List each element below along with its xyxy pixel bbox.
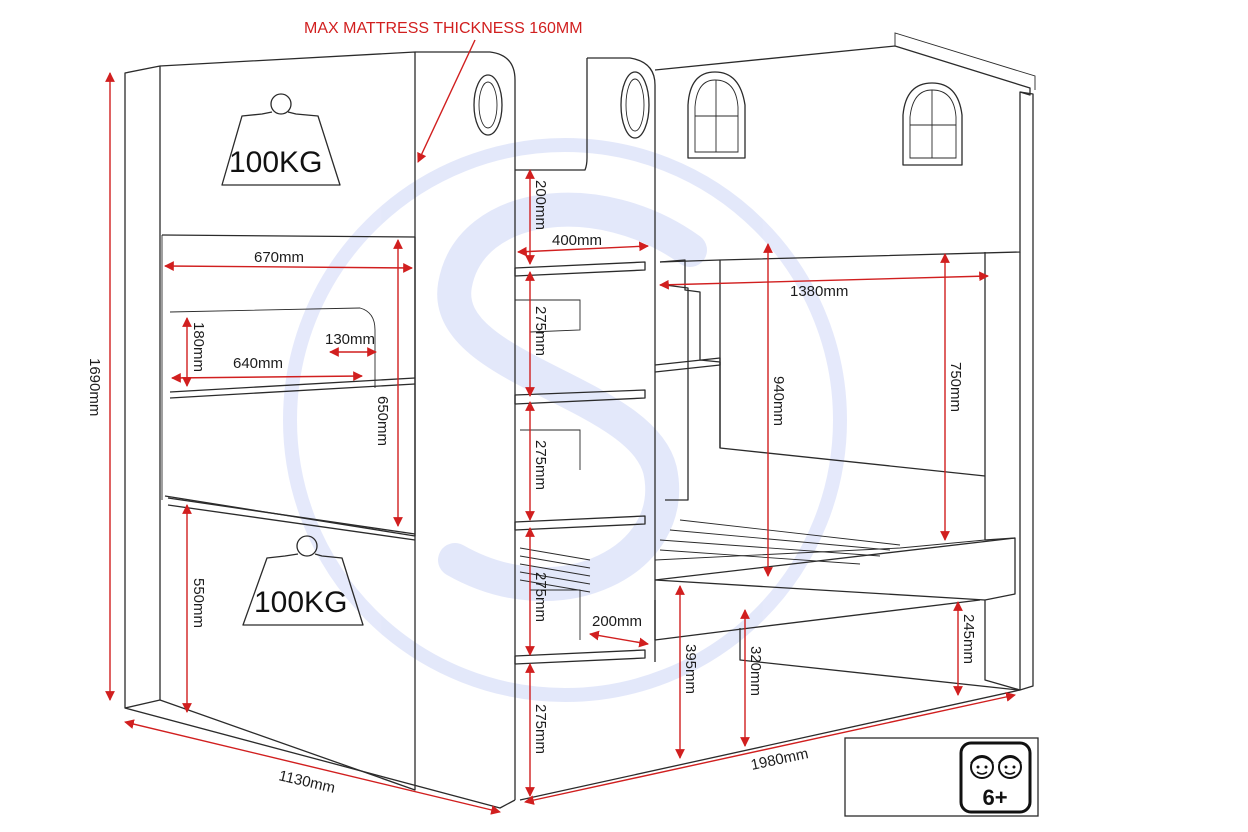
- label-step-2: 275mm: [532, 440, 549, 490]
- label-opening-width: 670mm: [254, 249, 304, 266]
- label-shelf-width: 640mm: [233, 355, 283, 372]
- age-label: 6+: [982, 785, 1007, 810]
- label-step-3: 275mm: [532, 572, 549, 622]
- label-ladder-top: 200mm: [532, 180, 549, 230]
- label-lower-clearance: 650mm: [374, 396, 391, 446]
- label-foot-height: 245mm: [960, 614, 977, 664]
- label-length: 1980mm: [749, 745, 810, 774]
- label-step-1: 275mm: [532, 306, 549, 356]
- label-step-width: 400mm: [552, 232, 602, 249]
- label-inner-length: 1380mm: [790, 283, 848, 300]
- dimension-lines: [105, 39, 1016, 815]
- window-right: [902, 82, 963, 166]
- label-under-clearance: 320mm: [747, 646, 764, 696]
- label-overall-height: 1690mm: [86, 358, 103, 416]
- weight-icon-bottom: [242, 535, 364, 626]
- label-depth: 1130mm: [277, 767, 337, 796]
- label-bottom-panel: 550mm: [190, 578, 207, 628]
- children-faces-icon: [970, 755, 1022, 779]
- dimension-labels: MAX MATTRESS THICKNESS 160MM 100KG 100KG…: [86, 20, 977, 797]
- max-mattress-note: MAX MATTRESS THICKNESS 160MM: [304, 20, 583, 37]
- label-shelf-height: 180mm: [190, 322, 207, 372]
- label-shelf-gap: 130mm: [325, 331, 375, 348]
- age-badge: 6+: [844, 737, 1039, 817]
- label-step-depth: 200mm: [592, 613, 642, 630]
- label-step-bottom: 275mm: [532, 704, 549, 754]
- weight-icon-top: [221, 93, 341, 186]
- weight-label-bottom: 100KG: [254, 586, 347, 619]
- window-left: [687, 71, 746, 159]
- label-base-height: 395mm: [682, 644, 699, 694]
- watermark-logo: [283, 138, 847, 702]
- label-panel-height: 750mm: [947, 362, 964, 412]
- label-top-height: 940mm: [770, 376, 787, 426]
- weight-label-top: 100KG: [229, 146, 322, 179]
